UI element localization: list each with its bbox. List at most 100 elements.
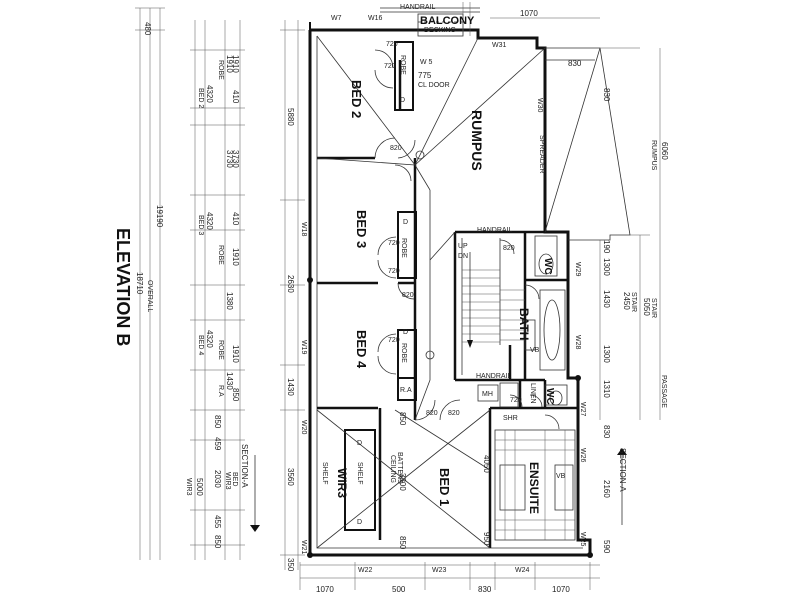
dim-int-3300: 3300 <box>398 473 407 491</box>
dim-850-b: 850 <box>213 415 222 429</box>
elevation-b-heading: ELEVATION B <box>113 228 133 346</box>
dim-int-4050: 4050 <box>482 455 491 473</box>
cl-door-label: CL DOOR <box>418 82 450 89</box>
robe-bed3-label: ROBE <box>400 238 407 258</box>
dim-850-a: 850 <box>231 388 240 402</box>
dim-410-a: 410 <box>231 90 240 104</box>
dim-int-850-b: 850 <box>398 536 407 550</box>
stair-treads: UP DN HANDRAIL HANDRAIL <box>458 227 525 380</box>
door-size-2: 720 <box>384 63 396 70</box>
dim-6060: 6060 <box>660 142 669 160</box>
balcony-area: BALCONY DECKING HANDRAIL <box>380 2 480 37</box>
dim-bottom-1070-b: 1070 <box>552 585 570 594</box>
battens-label: BATTENS <box>396 452 403 484</box>
section-a-right: SECTION-A <box>617 448 627 525</box>
rumpus-ceiling-lines <box>316 35 546 549</box>
dim-1910-d: 1910 <box>231 345 240 363</box>
dim-bottom-830: 830 <box>478 585 492 594</box>
d-wir-bot-label: D <box>357 519 362 526</box>
handrail-stair-label: HANDRAIL <box>477 227 513 234</box>
dim-1300-a: 1300 <box>602 258 611 276</box>
room-labels: BED 2 RUMPUS BED 3 BED 4 BED 1 WIR3 BATH… <box>335 80 555 514</box>
window-w5: W 5 <box>420 59 433 66</box>
room-wc-lower: WC <box>544 388 555 405</box>
door-size-9: 820 <box>448 410 460 417</box>
window-w28: W28 <box>574 335 581 350</box>
room-wc-upper: WC <box>542 258 553 275</box>
window-w20: W20 <box>300 420 307 435</box>
section-a-left: SECTION-A <box>240 444 260 532</box>
spreader-label: SPREADER <box>538 135 545 174</box>
dim-bottom-500: 500 <box>392 585 406 594</box>
door-size-4: 720 <box>388 240 400 247</box>
wet-area-fixtures <box>477 235 576 541</box>
door-size-8: 820 <box>426 410 438 417</box>
left-inner-dimensions: 1910 410 3730 1910 410 1910 850 850 459 … <box>213 55 240 549</box>
dim-19190: 19190 <box>155 205 164 228</box>
window-w29: W29 <box>574 262 581 277</box>
window-w23: W23 <box>432 567 447 574</box>
window-w19: W19 <box>300 340 307 355</box>
d-bed4-label: D <box>403 329 408 336</box>
handrail-top-label: HANDRAIL <box>400 4 436 11</box>
fixture-labels: ROBE D ROBE D ROBE D R.A MH LINEN SHELF … <box>321 55 566 526</box>
shelf-left-label: SHELF <box>321 462 328 485</box>
window-w22: W22 <box>358 567 373 574</box>
dim-1430-right: 1430 <box>602 290 611 308</box>
toilet-lower-icon <box>549 390 563 406</box>
dim-2450: 2450 <box>622 292 631 310</box>
room-wir3: WIR3 <box>335 468 349 498</box>
dim-590: 590 <box>602 540 611 554</box>
dim-stair-outer: STAIR <box>650 298 657 318</box>
dim-2160: 2160 <box>602 480 611 498</box>
shelf-mid-label: SHELF <box>356 462 363 485</box>
d-wir-top-label: D <box>357 440 362 447</box>
light-hall-icon <box>425 350 435 360</box>
post-icon-b <box>307 552 313 558</box>
door-size-5: 720 <box>388 268 400 275</box>
dim-robe-c: ROBE <box>217 340 224 360</box>
left-outer-dimensions: 480 18710 19190 OVERALL <box>135 22 164 312</box>
dim-350: 350 <box>286 558 295 572</box>
dim-4320-b: 4320 <box>205 212 214 230</box>
post-icon-c <box>587 552 593 558</box>
dim-2630: 2630 <box>286 275 295 293</box>
dim-wir3-label: WIR3 <box>185 478 192 496</box>
window-w18: W18 <box>300 222 307 237</box>
window-labels: W7 W16 W31 W 5 W30 W18 W19 W20 W21 W22 W… <box>300 15 586 574</box>
roof-area <box>544 47 661 420</box>
dim-overall: OVERALL <box>146 280 153 312</box>
robe-bed2-label: ROBE <box>399 55 406 75</box>
stair-dn-label: DN <box>458 253 468 260</box>
dim-459: 459 <box>213 437 222 451</box>
window-w25: W25 <box>579 532 586 547</box>
dim-top-830: 830 <box>568 59 582 68</box>
dim-bed2-label: BED 2 <box>197 88 204 108</box>
dim-455: 455 <box>213 515 222 529</box>
dim-int-850-a: 850 <box>398 412 407 426</box>
door-swings <box>374 49 560 430</box>
door-size-labels: 720 720 820 720 720 820 720 820 820 820 … <box>384 41 522 417</box>
left-dimension-lines <box>135 7 305 570</box>
robe-bed4-label: ROBE <box>400 343 407 363</box>
window-w27: W27 <box>579 402 586 417</box>
vanity-basin-icon <box>554 464 574 511</box>
toilet-upper-icon <box>538 253 554 275</box>
dim-stair-mid: STAIR <box>630 292 637 312</box>
dim-bed3-label: BED 3 <box>197 215 204 235</box>
dim-1300-b: 1300 <box>602 345 611 363</box>
dim-1380: 1380 <box>225 292 234 310</box>
dim-int-950: 950 <box>482 532 491 546</box>
dim-passage: PASSAGE <box>660 375 667 408</box>
door-size-11: 720 <box>510 397 522 404</box>
dim-1910-c: 1910 <box>231 248 240 266</box>
dim-bottom-1070-a: 1070 <box>316 585 334 594</box>
room-bed4: BED 4 <box>354 330 369 369</box>
dim-3560: 3560 <box>286 468 295 486</box>
mh-label: MH <box>482 391 493 398</box>
dim-190: 190 <box>602 240 611 254</box>
window-w7: W7 <box>331 15 342 22</box>
linen-label: LINEN <box>529 383 536 404</box>
window-w24: W24 <box>515 567 530 574</box>
dim-1310: 1310 <box>602 380 611 398</box>
